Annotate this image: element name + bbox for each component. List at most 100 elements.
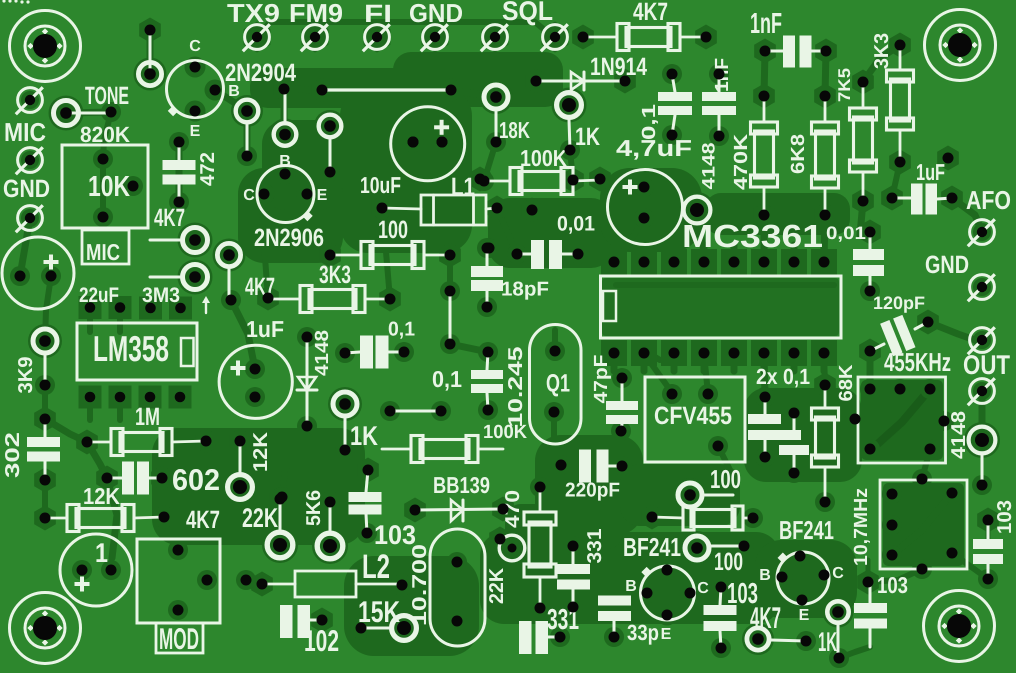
svg-text:10.245: 10.245 [505, 347, 527, 428]
svg-text:22K: 22K [242, 503, 278, 533]
svg-text:E: E [190, 123, 201, 140]
svg-text:SQL: SQL [502, 0, 553, 26]
svg-text:0,01: 0,01 [826, 223, 866, 243]
svg-text:22uF: 22uF [79, 284, 119, 307]
svg-text:47pF: 47pF [591, 355, 612, 404]
svg-text:472: 472 [197, 152, 219, 186]
svg-text:BF241: BF241 [623, 532, 681, 562]
svg-text:220pF: 220pF [565, 480, 620, 502]
svg-text:4148: 4148 [312, 330, 333, 376]
svg-text:GND: GND [925, 251, 969, 279]
svg-text:120pF: 120pF [873, 293, 925, 313]
svg-text:1K: 1K [350, 421, 378, 451]
svg-text:E: E [317, 187, 328, 204]
svg-text:4K7: 4K7 [633, 0, 668, 26]
svg-text:4K7: 4K7 [750, 602, 781, 635]
svg-text:E: E [799, 607, 810, 624]
svg-text:15K: 15K [358, 596, 400, 629]
svg-text:103: 103 [877, 572, 908, 598]
svg-text:MOD: MOD [159, 623, 199, 656]
svg-text:C: C [243, 187, 255, 204]
svg-text:B: B [759, 567, 771, 584]
svg-text:2x 0,1: 2x 0,1 [756, 364, 810, 389]
svg-text:CFV455: CFV455 [654, 402, 732, 430]
svg-text:100: 100 [378, 216, 408, 244]
svg-text:100: 100 [710, 464, 741, 494]
svg-text:1N914: 1N914 [590, 53, 647, 81]
svg-text:FM9: FM9 [289, 0, 343, 28]
svg-text:103: 103 [727, 578, 758, 610]
svg-text:22K: 22K [486, 567, 508, 604]
svg-text:OUT: OUT [963, 350, 1010, 380]
svg-text:2N2904: 2N2904 [225, 59, 296, 87]
svg-text:1K: 1K [575, 123, 600, 151]
svg-text:6K8: 6K8 [788, 134, 809, 174]
svg-text:B: B [625, 578, 637, 595]
svg-text:820K: 820K [80, 122, 130, 147]
svg-text:0,1: 0,1 [388, 319, 415, 341]
svg-text:MIC: MIC [4, 117, 46, 147]
svg-text:455KHz: 455KHz [884, 347, 951, 377]
svg-text:68K: 68K [836, 364, 857, 401]
svg-text:4K7: 4K7 [154, 204, 185, 232]
svg-text:GND: GND [3, 175, 50, 203]
svg-text:TX9: TX9 [227, 0, 280, 28]
svg-text:MC3361: MC3361 [682, 218, 823, 254]
svg-text:102: 102 [304, 625, 339, 658]
svg-text:1K: 1K [818, 627, 837, 657]
svg-text:10.700: 10.700 [409, 544, 431, 626]
svg-text:0,01: 0,01 [557, 212, 595, 235]
svg-text:10K: 10K [88, 171, 130, 203]
svg-text:BB139: BB139 [433, 472, 490, 498]
svg-text:1uF: 1uF [916, 159, 945, 185]
svg-text:4148: 4148 [698, 143, 718, 190]
svg-text:3K3: 3K3 [871, 33, 893, 69]
svg-text:33p: 33p [627, 620, 659, 645]
svg-text:C: C [189, 38, 201, 55]
svg-text:LM358: LM358 [93, 328, 169, 369]
svg-text:470K: 470K [731, 134, 752, 190]
svg-text:4K7: 4K7 [186, 506, 220, 534]
svg-text:2N2906: 2N2906 [254, 224, 324, 252]
svg-text:3K3: 3K3 [319, 261, 351, 289]
svg-text:C: C [832, 565, 844, 582]
svg-text:103: 103 [994, 500, 1016, 534]
svg-text:0,1: 0,1 [639, 103, 660, 140]
svg-text:103: 103 [374, 520, 416, 550]
svg-text:L1: L1 [451, 173, 475, 201]
svg-text:4,7uF: 4,7uF [616, 135, 692, 161]
svg-text:1uF: 1uF [246, 316, 284, 342]
svg-text:10,7MHz: 10,7MHz [851, 488, 872, 566]
svg-text:0,1: 0,1 [432, 366, 462, 392]
svg-text:1: 1 [95, 538, 108, 568]
svg-text:Q1: Q1 [546, 370, 570, 398]
svg-text:100K: 100K [520, 145, 567, 171]
svg-text:331: 331 [584, 529, 606, 564]
svg-text:1nF: 1nF [750, 8, 782, 40]
svg-text:5K6: 5K6 [303, 490, 325, 526]
svg-text:18K: 18K [499, 117, 530, 143]
svg-text:10uF: 10uF [360, 172, 401, 198]
svg-text:FI: FI [364, 0, 392, 28]
svg-text:BF241: BF241 [779, 515, 834, 545]
svg-text:B: B [279, 153, 291, 170]
svg-text:100: 100 [714, 548, 743, 576]
svg-text:AFO: AFO [966, 185, 1011, 215]
svg-text:E: E [661, 626, 672, 643]
svg-text:7K5: 7K5 [835, 68, 854, 102]
svg-text:470: 470 [502, 490, 524, 528]
svg-text:4148: 4148 [948, 411, 970, 459]
svg-text:C: C [697, 580, 709, 597]
svg-text:12K: 12K [83, 483, 120, 509]
svg-text:L2: L2 [362, 548, 390, 586]
svg-text:602: 602 [172, 464, 220, 497]
svg-text:B: B [228, 83, 240, 100]
svg-text:TONE: TONE [85, 82, 129, 110]
svg-text:100K: 100K [483, 422, 527, 443]
svg-text:3K9: 3K9 [15, 357, 37, 394]
svg-text:302: 302 [2, 432, 24, 478]
svg-text:MIC: MIC [86, 239, 120, 265]
svg-text:3M3: 3M3 [142, 284, 180, 307]
svg-text:1M: 1M [135, 403, 160, 431]
svg-text:12K: 12K [250, 431, 272, 472]
